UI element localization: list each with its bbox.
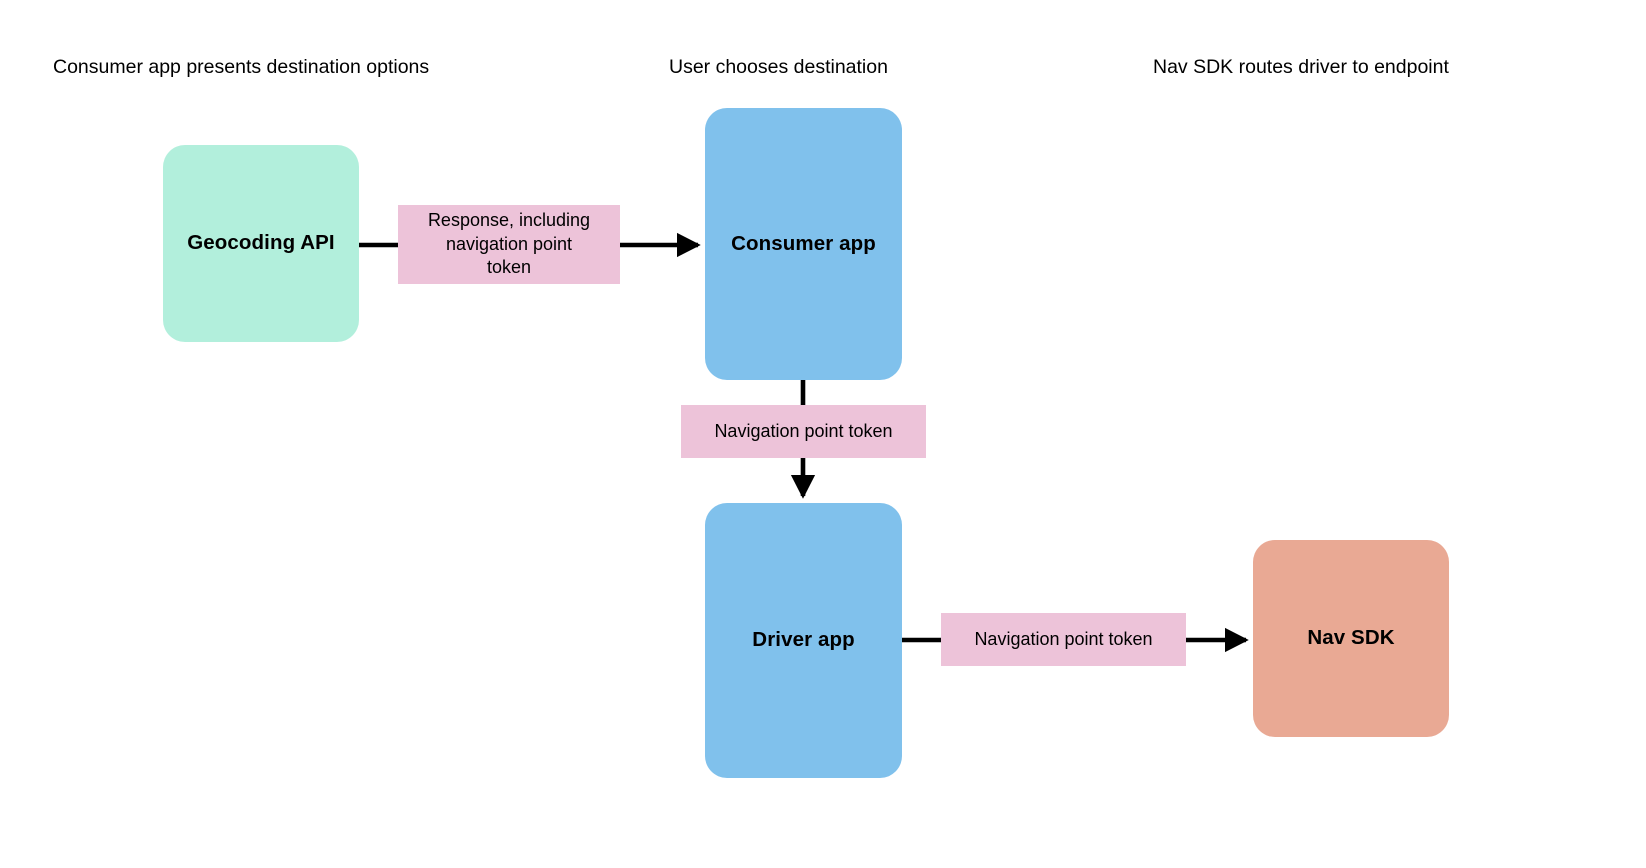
column-header-consumer-app-presents-destination-options: Consumer app presents destination option… — [53, 56, 430, 78]
edge-label-navigation-point-token-consumer-to-driver-text: Navigation point token — [714, 420, 893, 441]
node-geocoding-api[interactable]: Geocoding API — [163, 145, 359, 342]
node-driver-app-label: Driver app — [752, 628, 855, 652]
node-nav-sdk[interactable]: Nav SDK — [1253, 540, 1449, 737]
column-header-nav-sdk-routes-driver-to-endpoint: Nav SDK routes driver to endpoint — [1153, 56, 1449, 78]
edge-label-navigation-point-token-driver-to-nav-sdk-text: Navigation point token — [974, 628, 1153, 649]
edge-label-navigation-point-token-consumer-to-driver: Navigation point token — [681, 405, 926, 458]
node-consumer-app[interactable]: Consumer app — [705, 108, 902, 380]
edge-label-navigation-point-token-driver-to-nav-sdk: Navigation point token — [941, 613, 1186, 666]
node-geocoding-api-label: Geocoding API — [187, 231, 335, 255]
node-nav-sdk-label: Nav SDK — [1307, 626, 1395, 650]
node-consumer-app-label: Consumer app — [731, 231, 876, 255]
column-header-user-chooses-destination: User chooses destination — [669, 56, 888, 78]
node-driver-app[interactable]: Driver app — [705, 503, 902, 778]
